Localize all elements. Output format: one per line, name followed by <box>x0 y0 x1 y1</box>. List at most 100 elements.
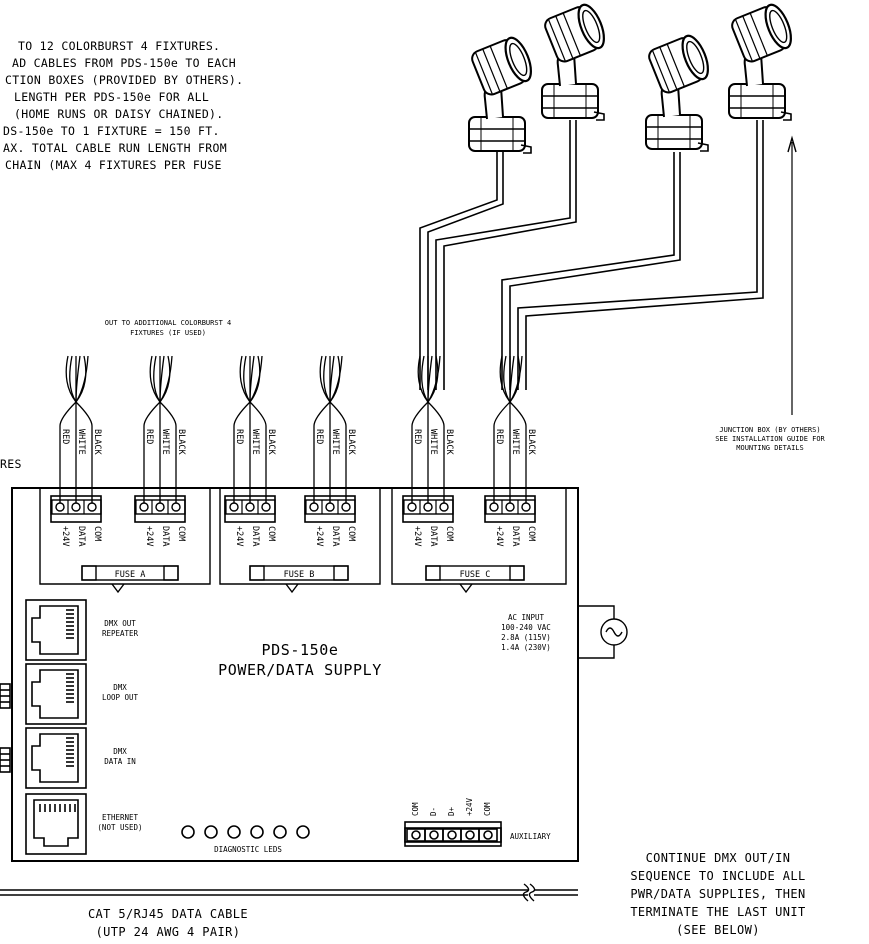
terminal-label: +24V <box>314 526 324 546</box>
top-notes: TO 12 COLORBURST 4 FIXTURES. AD CABLES F… <box>3 39 243 172</box>
wire-group: RED WHITE BLACK <box>411 355 454 500</box>
device-name: PDS-150e <box>261 641 338 659</box>
terminal-label: +24V <box>494 526 504 546</box>
port-label: (NOT USED) <box>97 823 142 832</box>
terminal-label: COM <box>444 526 454 541</box>
terminal-label: DATA <box>76 526 86 546</box>
svg-text:JUNCTION BOX (BY OTHERS): JUNCTION BOX (BY OTHERS) <box>719 426 820 434</box>
junction-arrow <box>787 135 797 415</box>
wire-label: RED <box>234 429 244 444</box>
svg-text:1.4A (230V): 1.4A (230V) <box>501 643 551 652</box>
wire-label: RED <box>494 429 504 444</box>
fuse-label: FUSE B <box>284 570 315 580</box>
svg-text:SEQUENCE TO INCLUDE ALL: SEQUENCE TO INCLUDE ALL <box>630 869 805 883</box>
fixture-icon <box>644 31 715 153</box>
svg-text:D-: D- <box>429 807 438 816</box>
wire-group: RED WHITE BLACK <box>493 355 536 500</box>
fuse-label: FUSE A <box>115 570 146 580</box>
terminal-block: +24V DATA COM <box>304 495 356 546</box>
left-cut-text: RES <box>0 457 22 471</box>
fixture-icon <box>727 0 798 122</box>
terminal-label: COM <box>266 526 276 541</box>
svg-text:OUT TO ADDITIONAL COLORBURST 4: OUT TO ADDITIONAL COLORBURST 4 <box>105 319 231 327</box>
terminal-block: +24V DATA COM <box>484 495 536 546</box>
terminal-label: +24V <box>234 526 244 546</box>
svg-text:D+: D+ <box>447 806 456 816</box>
wire-label: RED <box>144 429 154 444</box>
wire-label: WHITE <box>76 429 86 455</box>
svg-text:FIXTURES (IF USED): FIXTURES (IF USED) <box>130 329 206 337</box>
port-label: DMX OUT <box>104 619 136 628</box>
wire-label: BLACK <box>526 429 536 455</box>
port-label: LOOP OUT <box>102 693 139 702</box>
port-label: DATA IN <box>104 757 136 766</box>
wire-label: RED <box>60 429 70 444</box>
note-line: AX. TOTAL CABLE RUN LENGTH FROM <box>3 141 227 155</box>
ac-input-label: AC INPUT 100-240 VAC 2.8A (115V) 1.4A (2… <box>501 613 551 652</box>
svg-text:SEE INSTALLATION GUIDE FOR: SEE INSTALLATION GUIDE FOR <box>715 435 825 443</box>
wire-label: BLACK <box>176 429 186 455</box>
note-line: TO 12 COLORBURST 4 FIXTURES. <box>18 39 220 53</box>
wire-label: WHITE <box>428 429 438 455</box>
additional-fixtures-note: OUT TO ADDITIONAL COLORBURST 4 FIXTURES … <box>105 319 231 337</box>
terminal-label: DATA <box>250 526 260 546</box>
wire-label: RED <box>412 429 422 444</box>
rj45-port-icon[interactable] <box>25 663 87 725</box>
pds-enclosure <box>11 487 579 862</box>
note-line: LENGTH PER PDS-150e FOR ALL <box>14 90 209 104</box>
port-label: DMX <box>113 683 127 692</box>
terminal-label: COM <box>92 526 102 541</box>
wire-label: BLACK <box>92 429 102 455</box>
svg-text:MOUNTING DETAILS: MOUNTING DETAILS <box>736 444 803 452</box>
fixture-icon <box>467 33 538 155</box>
port-label: ETHERNET <box>102 813 139 822</box>
svg-text:CONTINUE DMX OUT/IN: CONTINUE DMX OUT/IN <box>646 851 791 865</box>
svg-text:2.8A (115V): 2.8A (115V) <box>501 633 551 642</box>
auxiliary-terminal <box>404 821 502 847</box>
rj45-port-icon[interactable] <box>25 599 87 661</box>
wire-label: WHITE <box>160 429 170 455</box>
rj45-port-icon[interactable] <box>25 727 87 789</box>
wire-group: RED WHITE BLACK <box>59 355 102 500</box>
auxiliary-label: AUXILIARY <box>510 832 551 841</box>
terminal-label: COM <box>346 526 356 541</box>
terminal-label: DATA <box>330 526 340 546</box>
svg-text:CAT 5/RJ45 DATA CABLE: CAT 5/RJ45 DATA CABLE <box>88 907 248 921</box>
fuse-housings <box>39 488 567 594</box>
terminal-label: DATA <box>428 526 438 546</box>
data-cable <box>0 883 578 902</box>
wire-label: BLACK <box>266 429 276 455</box>
svg-text:PWR/DATA SUPPLIES, THEN: PWR/DATA SUPPLIES, THEN <box>630 887 805 901</box>
note-line: CHAIN (MAX 4 FIXTURES PER FUSE <box>5 158 222 172</box>
terminal-blocks: +24V DATA COM +24V DATA COM +24V DATA COM +24V DAT… <box>50 495 536 546</box>
aux-terminal-labels: COM D- D+ +24V COM <box>411 797 492 816</box>
wire-label: BLACK <box>444 429 454 455</box>
wire-label: WHITE <box>510 429 520 455</box>
svg-text:+24V: +24V <box>465 797 474 816</box>
note-line: AD CABLES FROM PDS-150e TO EACH <box>12 56 236 70</box>
note-line: CTION BOXES (PROVIDED BY OTHERS). <box>5 73 243 87</box>
fuse-label: FUSE C <box>460 570 491 580</box>
wire-label: BLACK <box>346 429 356 455</box>
diagnostic-leds-label: DIAGNOSTIC LEDS <box>214 845 282 854</box>
terminal-label: COM <box>526 526 536 541</box>
svg-text:COM: COM <box>411 802 420 816</box>
fixture-icon <box>540 0 611 122</box>
port-label: REPEATER <box>102 629 139 638</box>
terminal-label: DATA <box>510 526 520 546</box>
rj45-ports <box>0 599 87 855</box>
terminal-label: +24V <box>144 526 154 546</box>
diagnostic-leds <box>181 825 310 839</box>
ethernet-port-icon[interactable] <box>25 793 87 855</box>
wire-groups: RED WHITE BLACK RED WHITE BLACK RED WHITE BLACK R… <box>59 355 536 500</box>
wire-group: RED WHITE BLACK <box>143 355 186 500</box>
port-labels: DMX OUT REPEATER DMX LOOP OUT DMX DATA I… <box>97 619 142 832</box>
svg-text:COM: COM <box>483 802 492 816</box>
note-line: DS-150e TO 1 FIXTURE = 150 FT. <box>3 124 220 138</box>
device-subtitle: POWER/DATA SUPPLY <box>218 661 382 679</box>
port-label: DMX <box>113 747 127 756</box>
